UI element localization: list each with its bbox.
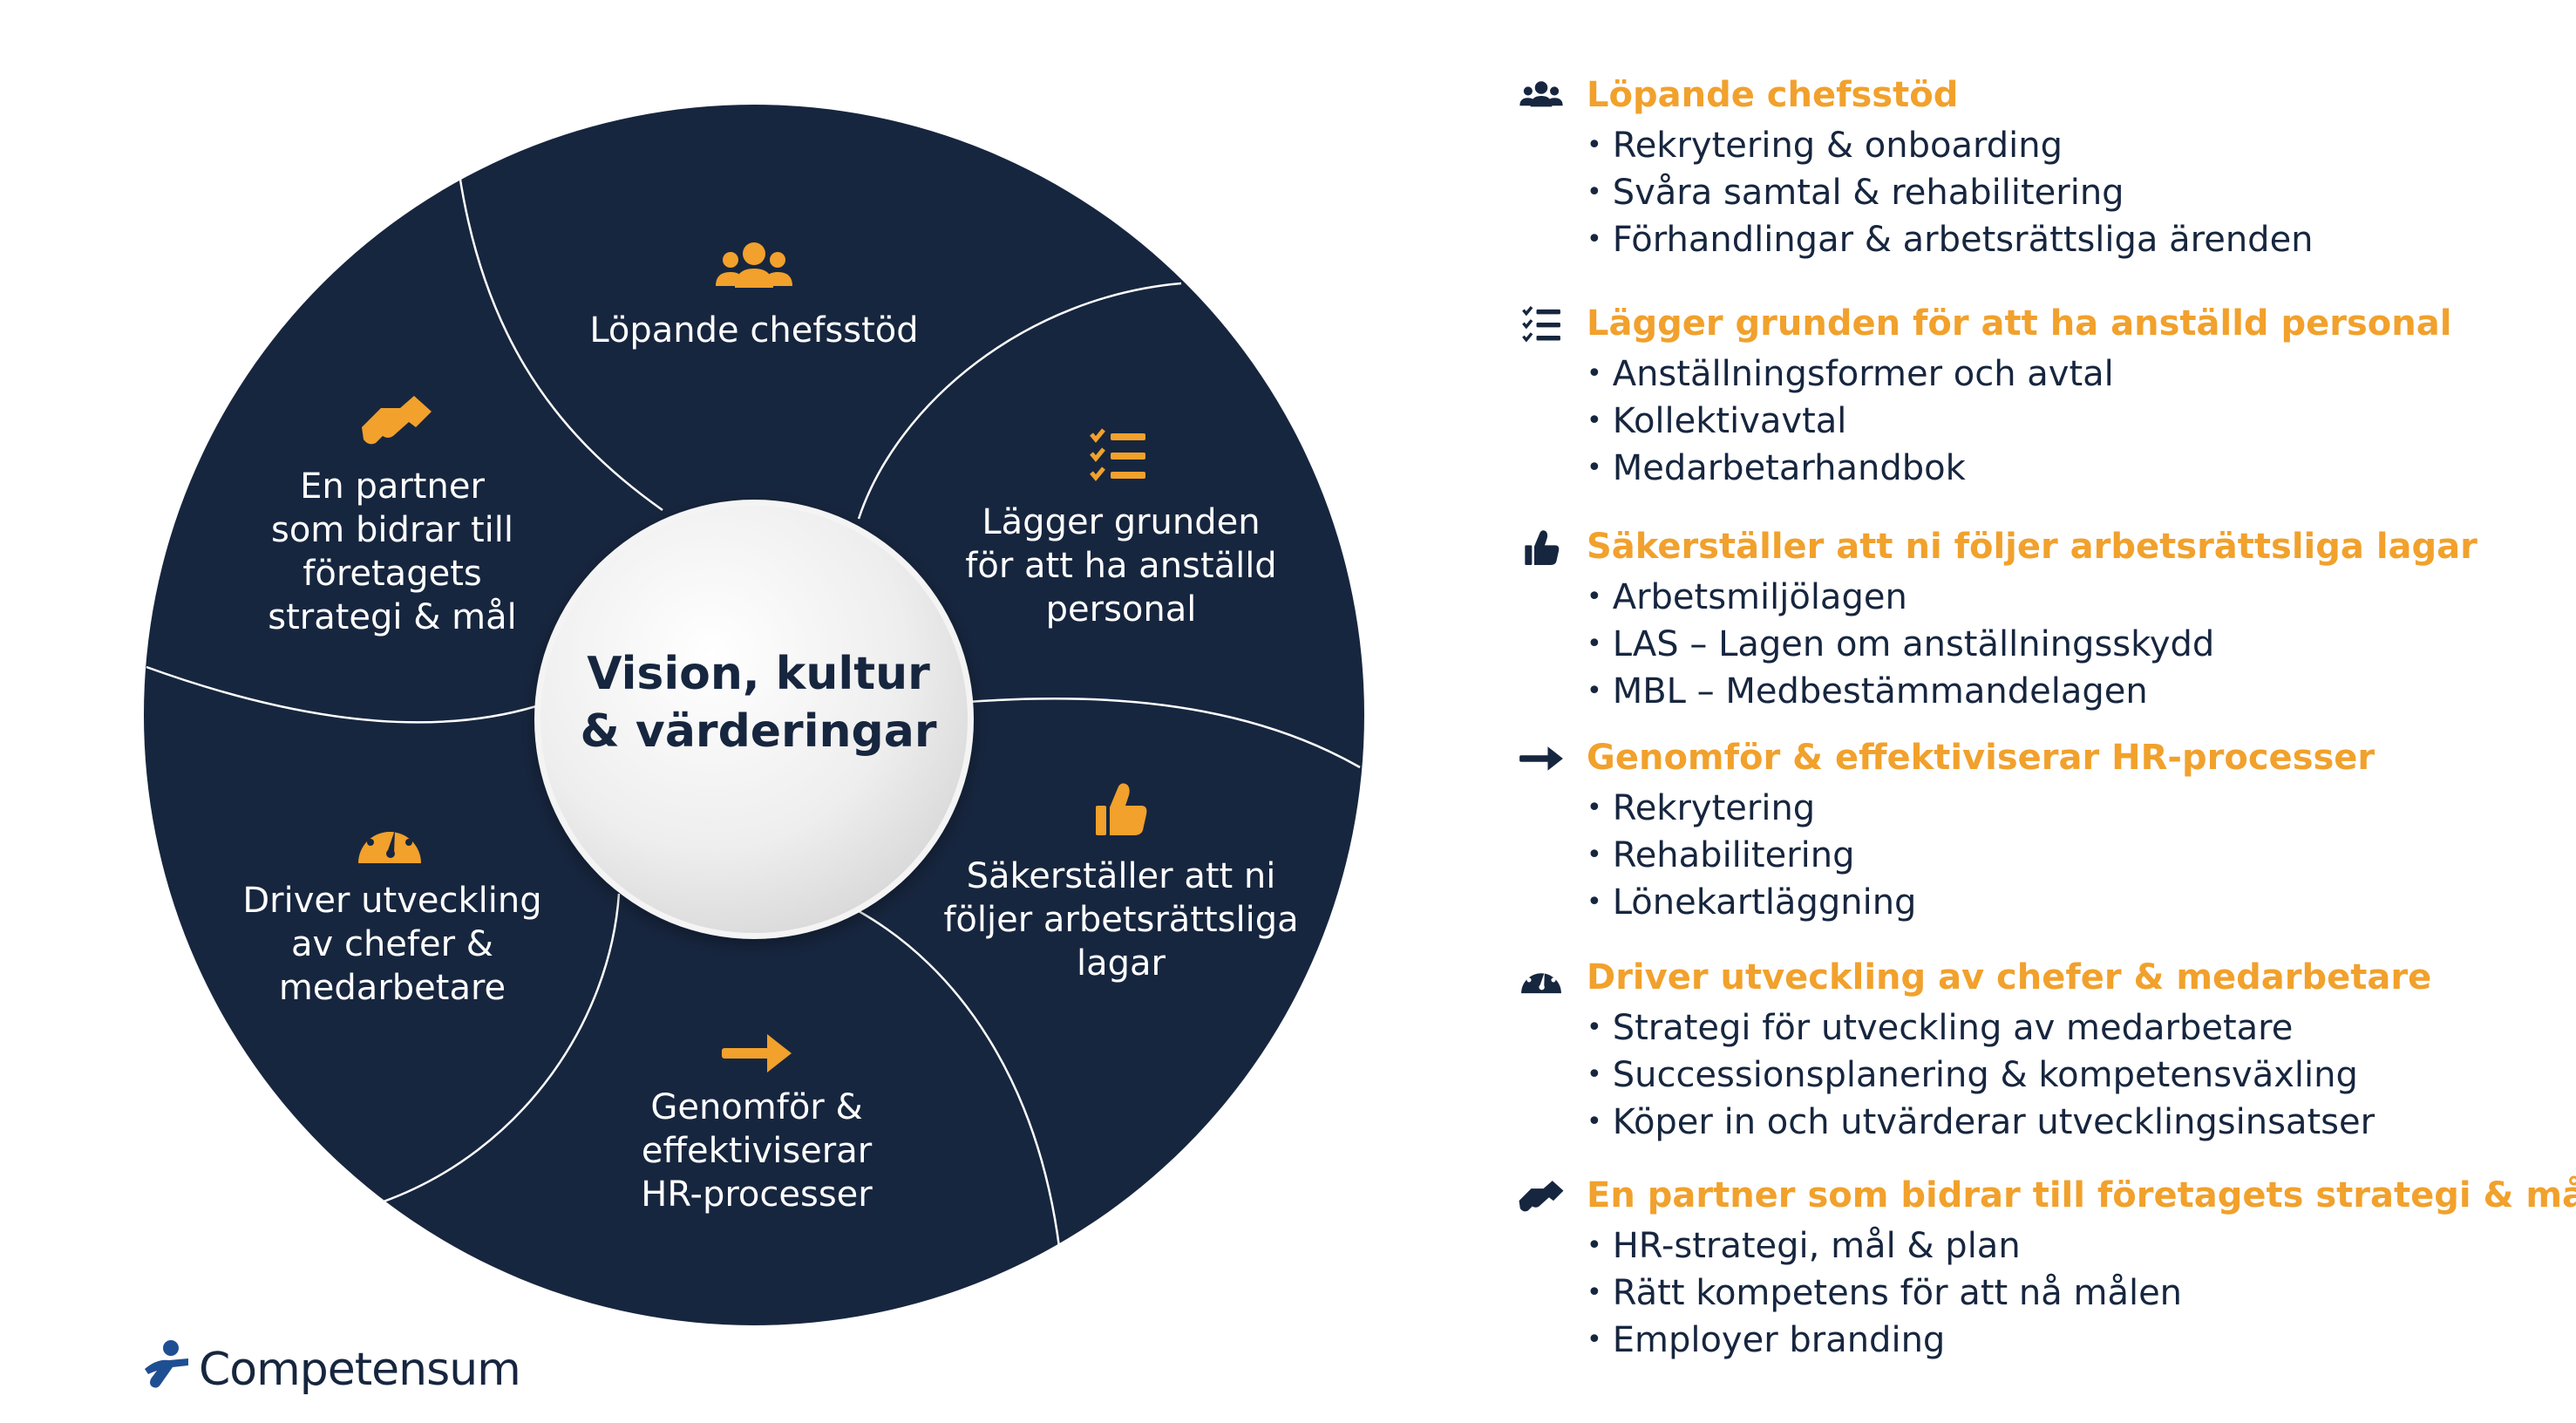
handshake-icon (362, 396, 432, 445)
center-title-line: & värderingar (580, 705, 937, 758)
group-icon (716, 242, 792, 288)
legend-item: Strategi för utveckling av medarbetare (1587, 1006, 2563, 1053)
legend-item: Rätt kompetens för att nå målen (1587, 1271, 2563, 1318)
legend-section-sakerstaller: Säkerställer att ni följer arbetsrättsli… (1517, 520, 2563, 717)
segment-label-line: effektiviserar (641, 1131, 873, 1171)
legend-item: Arbetsmiljölagen (1587, 575, 2563, 623)
center-title: Vision, kultur & värderingar (532, 645, 985, 760)
logo-text: Competensum (199, 1344, 521, 1396)
arrow-right-icon (722, 1034, 792, 1072)
segment-label-line: som bidrar till (270, 510, 514, 550)
legend-item: Förhandlingar & arbetsrättsliga ärenden (1587, 218, 2563, 265)
segment-label-line: personal (1045, 589, 1197, 630)
legend-list: Arbetsmiljölagen LAS – Lagen om anställn… (1517, 575, 2563, 717)
segment-label-chefsstod: Löpande chefsstöd (493, 309, 1016, 352)
divider-bottom-right (858, 909, 1061, 1248)
legend-header: Driver utveckling av chefer & medarbetar… (1517, 950, 2563, 1006)
legend-item: Anställningsformer och avtal (1587, 352, 2563, 399)
segment-label-line: medarbetare (278, 968, 506, 1008)
segment-label-line: strategi & mål (268, 597, 517, 637)
group-icon (1519, 81, 1563, 107)
segment-label-partner: En partner som bidrar till företagets st… (174, 465, 610, 639)
legend-item: Svåra samtal & rehabilitering (1587, 171, 2563, 218)
segment-label-line: Genomför & (650, 1087, 863, 1127)
legend-header: En partner som bidrar till företagets st… (1517, 1168, 2576, 1224)
legend-section-grunden: Lägger grunden för att ha anställd perso… (1517, 296, 2563, 494)
segment-label-line: Löpande chefsstöd (589, 310, 919, 351)
legend-item: Kollektivavtal (1587, 399, 2563, 446)
segment-label-line: av chefer & (291, 924, 493, 964)
legend-list: Strategi för utveckling av medarbetare S… (1517, 1006, 2563, 1147)
legend-title: Lägger grunden för att ha anställd perso… (1587, 303, 2452, 344)
legend-title: Säkerställer att ni följer arbetsrättsli… (1587, 527, 2477, 567)
segment-label-line: Lägger grunden (982, 502, 1261, 542)
handshake-icon (1519, 1181, 1564, 1212)
center-disc-face (540, 506, 968, 933)
legend-header: Löpande chefsstöd (1517, 68, 2563, 124)
legend-item: Successionsplanering & kompetensväxling (1587, 1053, 2563, 1100)
legend-header: Säkerställer att ni följer arbetsrättsli… (1517, 520, 2563, 575)
legend-item: HR-strategi, mål & plan (1587, 1224, 2563, 1271)
segment-label-line: Säkerställer att ni (966, 856, 1276, 896)
legend-item: Rekrytering & onboarding (1587, 124, 2563, 171)
legend-list: Rekrytering & onboarding Svåra samtal & … (1517, 124, 2563, 265)
legend-item: Köper in och utvärderar utvecklingsinsat… (1587, 1100, 2563, 1147)
legend-item: Medarbetarhandbok (1587, 446, 2563, 494)
legend-section-chefsstod: Löpande chefsstöd Rekrytering & onboardi… (1517, 68, 2563, 265)
legend-list: Anställningsformer och avtal Kollektivav… (1517, 352, 2563, 494)
segment-label-line: företagets (302, 554, 482, 594)
legend-header: Genomför & effektiviserar HR-processer (1517, 731, 2563, 786)
segment-label-driver: Driver utveckling av chefer & medarbetar… (174, 879, 610, 1010)
divider-top-left (452, 121, 663, 512)
gauge-icon (1521, 965, 1561, 994)
checklist-icon (1090, 428, 1145, 481)
arrow-right-icon (1519, 746, 1563, 771)
legend-list: Rekrytering Rehabilitering Lönekartläggn… (1517, 786, 2563, 928)
legend-item: Rekrytering (1587, 786, 2563, 834)
divider-top-right (857, 282, 1182, 520)
logo-person-icon (145, 1340, 188, 1388)
divider-bottom-left (383, 893, 621, 1203)
legend-section-driver: Driver utveckling av chefer & medarbetar… (1517, 950, 2563, 1147)
legend-item: Rehabilitering (1587, 834, 2563, 881)
segment-label-line: lagar (1077, 943, 1166, 984)
segment-dividers (146, 121, 1361, 1248)
segment-label-line: En partner (300, 466, 485, 507)
legend-title: Driver utveckling av chefer & medarbetar… (1587, 957, 2432, 997)
legend-title: Löpande chefsstöd (1587, 75, 1959, 115)
checklist-icon (1522, 306, 1560, 343)
divider-left (146, 665, 537, 724)
legend-section-genomfor: Genomför & effektiviserar HR-processer R… (1517, 731, 2563, 928)
center-title-line: Vision, kultur (587, 648, 930, 700)
divider-right (967, 697, 1361, 769)
segment-label-grunden: Lägger grunden för att ha anställd perso… (903, 500, 1339, 631)
thumbs-up-icon (1525, 530, 1560, 565)
thumbs-up-icon (1096, 783, 1147, 835)
legend-list: HR-strategi, mål & plan Rätt kompetens f… (1517, 1224, 2563, 1365)
segment-label-line: Driver utveckling (242, 881, 542, 921)
legend-title: Genomför & effektiviserar HR-processer (1587, 738, 2375, 778)
segment-label-line: HR-processer (641, 1174, 873, 1215)
segment-label-genomfor: Genomför & effektiviserar HR-processer (539, 1086, 975, 1216)
segment-label-line: för att ha anställd (965, 546, 1277, 586)
gauge-icon (358, 820, 421, 863)
legend-item: LAS – Lagen om anställningsskydd (1587, 623, 2563, 670)
legend-item: Lönekartläggning (1587, 881, 2563, 928)
legend-item: MBL – Medbestämmandelagen (1587, 670, 2563, 717)
segment-label-line: följer arbetsrättsliga (943, 900, 1299, 940)
legend-title: En partner som bidrar till företagets st… (1587, 1175, 2576, 1215)
segment-label-sakerstaller: Säkerställer att ni följer arbetsrättsli… (903, 854, 1339, 985)
legend-section-partner: En partner som bidrar till företagets st… (1517, 1168, 2576, 1365)
legend-header: Lägger grunden för att ha anställd perso… (1517, 296, 2563, 352)
legend-item: Employer branding (1587, 1318, 2563, 1365)
